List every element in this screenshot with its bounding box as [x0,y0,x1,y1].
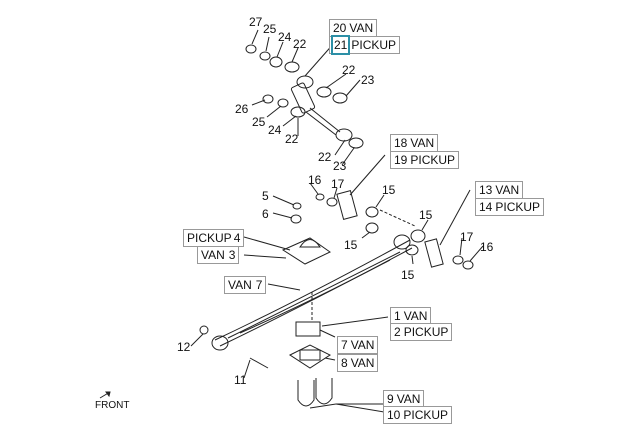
callout-6: 6 [262,207,269,221]
spring-shackle [336,190,474,270]
callout-24: 24 [268,123,282,137]
callout-25: 25 [252,115,266,129]
callout-12: 12 [177,340,191,354]
callout-23: 23 [333,159,347,173]
callout-22: 22 [285,132,299,146]
u-bolt [297,378,333,407]
callout-17: 17 [460,230,474,244]
callout-16: 16 [308,173,322,187]
bushing-part [284,61,300,73]
callout-22: 22 [342,63,356,77]
callout-24: 24 [278,30,292,44]
highlighted-part-number: 21 [330,35,351,55]
callout-23: 23 [361,73,375,87]
callout-11: 11 [234,373,247,387]
callout-15: 15 [344,238,358,252]
callout-25: 25 [263,22,277,36]
callout-22: 22 [318,150,332,164]
callout-15: 15 [382,183,396,197]
callout-22: 22 [293,37,307,51]
bushing-part [269,56,283,68]
callout-5: 5 [262,189,269,203]
leaf-spring [199,234,413,351]
callout-16: 16 [480,240,494,254]
spring-plate [288,321,332,369]
callout-27: 27 [249,15,263,29]
callout-15: 15 [419,208,433,222]
bump-stop [281,237,331,265]
callout-15: 15 [401,268,415,282]
front-label: FRONT [95,400,130,411]
washer-part [259,51,271,61]
shock-absorber [290,75,353,142]
nut-part [245,44,257,54]
callout-26: 26 [235,102,249,116]
callout-17: 17 [331,177,345,191]
